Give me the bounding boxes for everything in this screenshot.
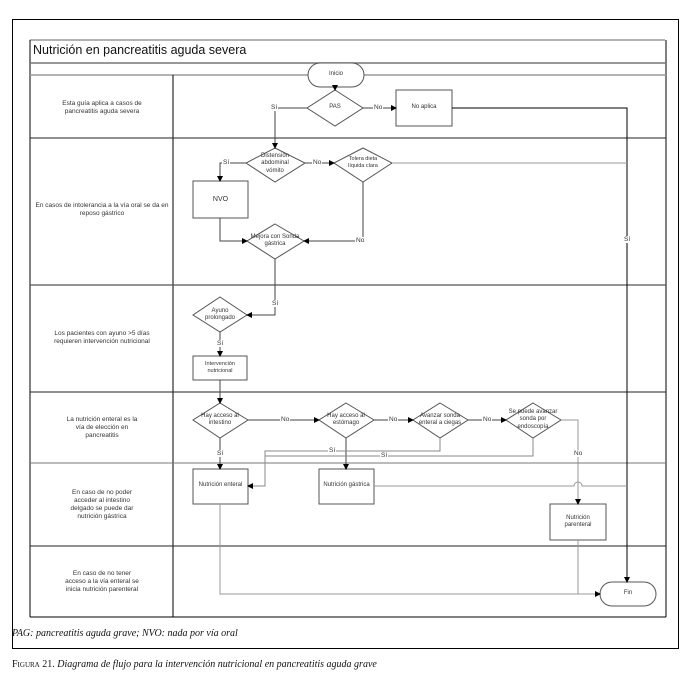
- edge-label-si: Sí: [216, 450, 225, 457]
- distension-label: Distensión abdominal vómito: [260, 152, 289, 174]
- distension-decision: [245, 147, 307, 183]
- footnote: PAG: pancreatitis aguda grave; NVO: nada…: [12, 628, 238, 639]
- mejora-sonda-label: Mejora con Sonda gástrica: [250, 233, 300, 248]
- pas-label: PAS: [329, 104, 341, 111]
- edge-label-si: Sí: [271, 300, 280, 307]
- start-label: Inicio: [328, 71, 343, 78]
- acceso-intestino-label: Hay acceso al intestino: [201, 412, 239, 427]
- nutricion-parenteral-process: [549, 503, 607, 541]
- pas-decision: [306, 89, 364, 127]
- caption-prefix: Figura 21.: [12, 659, 55, 670]
- end-label: Fin: [623, 590, 633, 597]
- edge-label-no: No: [388, 416, 399, 423]
- nutricion-gastrica-label: Nutrición gástrica: [323, 482, 370, 488]
- caption-text: Diagrama de flujo para la intervención n…: [57, 659, 377, 670]
- edge-label-si: Sí: [380, 452, 389, 459]
- lane-label-parenteral: En caso de no tener acceso a la vía ente…: [65, 569, 139, 593]
- nvo-label: NVO: [212, 195, 229, 203]
- nutricion-enteral-label: Nutrición enteral: [198, 482, 243, 488]
- edge-label-no: No: [355, 237, 366, 244]
- edge-label-si: Sí: [623, 236, 632, 243]
- figure-caption: Figura 21. Diagrama de flujo para la int…: [12, 659, 377, 670]
- lane-label-fasting: Los pacientes con ayuno >5 días requiere…: [54, 330, 150, 345]
- lane-label-gastric: En caso de no poder acceder al intestino…: [70, 489, 134, 520]
- avanzar-ciegas-label: Avanzar sonda enteral a ciegas: [418, 412, 462, 427]
- edge-label-si: Sí: [328, 447, 337, 454]
- nutricion-parenteral-label: Nutrición parenteral: [564, 514, 592, 529]
- edge-label-si: Sí: [222, 159, 231, 166]
- edge-label-si: Sí: [270, 104, 279, 111]
- lane-label-intolerance: En casos de intolerancia a la vía oral s…: [35, 202, 169, 217]
- edge-label-no: No: [482, 416, 493, 423]
- edge-label-no: No: [573, 450, 584, 457]
- edge-label-no: No: [280, 416, 291, 423]
- nvo-process: [192, 180, 249, 219]
- ayuno-label: Ayuno prolongado: [204, 307, 236, 322]
- diagram-title: Nutrición en pancreatitis aguda severa: [33, 43, 247, 57]
- lane-label-enteral: La nutrición enteral es la vía de elecci…: [66, 415, 138, 439]
- intervencion-label: Intervención nutricional: [205, 360, 235, 375]
- no-aplica-label: No aplica: [411, 104, 437, 111]
- edge-label-no: No: [312, 159, 323, 166]
- acceso-estomago-label: Hay acceso al estómago: [327, 412, 365, 427]
- edge-label-si: Sí: [216, 340, 225, 347]
- avanzar-endoscopia-label: Se puede avanzar sonda por endoscopía: [508, 408, 558, 430]
- swimlane-frame: [29, 39, 667, 618]
- figure-frame: [12, 19, 679, 649]
- tolera-dieta-label: Tolera dieta líquida clara: [348, 155, 378, 170]
- edge-label-no: No: [373, 104, 384, 111]
- intervencion-process: [192, 355, 248, 381]
- lane-label-scope: Esta guía aplica a casos de pancreatitis…: [62, 99, 142, 115]
- no-aplica-process: [395, 89, 453, 127]
